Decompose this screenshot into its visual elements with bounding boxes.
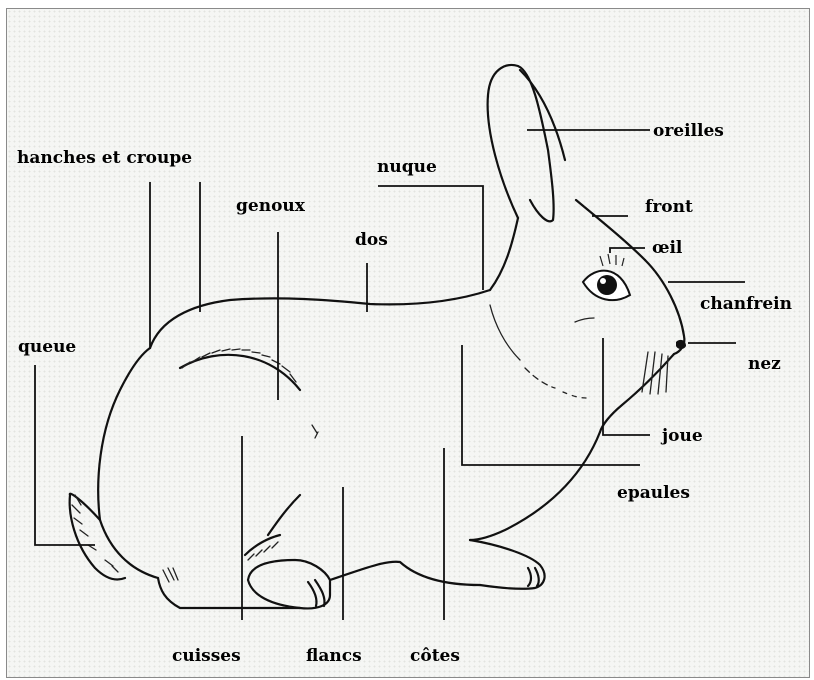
rabbit-outline (70, 65, 685, 608)
label-flancs: flancs (306, 648, 362, 665)
label-chanfrein: chanfrein (700, 296, 792, 313)
label-hanches-croupe: hanches et croupe (17, 150, 192, 167)
leader-lines (35, 130, 745, 620)
label-oreilles: oreilles (653, 123, 724, 140)
label-genoux: genoux (236, 198, 305, 215)
label-front: front (645, 199, 693, 216)
label-nuque: nuque (377, 159, 437, 176)
label-queue: queue (18, 339, 76, 356)
label-dos: dos (355, 232, 388, 249)
label-cuisses: cuisses (172, 648, 241, 665)
label-nez: nez (748, 356, 781, 373)
label-epaules: epaules (617, 485, 690, 502)
eye-icon (583, 254, 630, 300)
label-cotes: côtes (410, 648, 460, 665)
label-joue: joue (662, 428, 703, 445)
label-oeil: œil (652, 240, 682, 257)
fur-strokes (72, 305, 668, 582)
